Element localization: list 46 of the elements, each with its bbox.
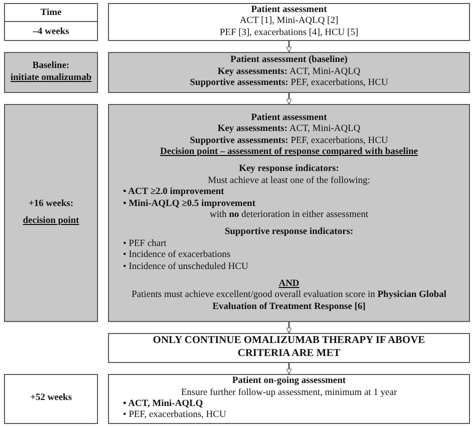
box-subheading: AND: [278, 278, 300, 290]
timepoint-text: Baseline:: [32, 61, 70, 72]
bullet-item: • Mini-AQLQ ≥0.5 improvement: [122, 198, 256, 210]
bullet-item: • ACT ≥2.0 improvement: [122, 187, 226, 199]
timepoint-text: +16 weeks:: [28, 198, 74, 210]
box-text: Patients must achieve excellent/good overall evaluation score in Physician Global Evaluation of Treatment Response [6]: [130, 290, 448, 314]
column-heading: Time: [5, 6, 97, 22]
box-subheading: Supportive response indicators:: [224, 227, 354, 239]
timepoint-box: [4, 104, 98, 322]
bullet-item: • PEF, exacerbations, HCU: [122, 410, 228, 422]
box-heading: Patient assessment: [250, 4, 328, 16]
box-text: Key assessments: ACT, Mini-AQLQ: [216, 124, 362, 136]
box-heading: Patient on-going assessment: [231, 376, 347, 388]
box-subheading: Key response indicators:: [238, 164, 340, 176]
assessment-box: [108, 3, 470, 41]
timepoint-text: decision point: [22, 216, 80, 228]
box-text: with no deterioration in either assessment: [208, 210, 370, 222]
box-text: Supportive assessments: PEF, exacerbations, HCU: [188, 78, 390, 90]
arrow: [286, 93, 292, 104]
timepoint-text: –4 weeks: [32, 26, 70, 38]
arrow: [286, 363, 292, 374]
bullet-item: • PEF chart: [122, 238, 168, 250]
assessment-box: [108, 104, 470, 322]
timepoint-box: [4, 52, 98, 93]
box-subheading: Decision point – assessment of response compared with baseline: [159, 147, 419, 158]
box-heading: Patient assessment: [250, 112, 328, 124]
time-header-box: [4, 3, 98, 41]
assessment-box: [108, 52, 470, 93]
box-text: Key assessments: ACT, Mini-AQLQ: [216, 66, 362, 78]
box-heading: ONLY CONTINUE OMALIZUMAB THERAPY IF ABOVE CRITERIA ARE MET: [152, 335, 426, 361]
timepoint-text: initiate omalizumab: [9, 72, 92, 84]
decision-box: [108, 333, 470, 363]
box-heading: Patient assessment (baseline): [229, 55, 349, 67]
bullet-item: • ACT, Mini-AQLQ: [122, 399, 204, 410]
box-text: Ensure further follow-up assessment, minimum at 1 year: [180, 388, 398, 399]
box-text: Must achieve at least one of the following:: [206, 176, 372, 188]
assessment-box: [108, 374, 470, 424]
box-text: PEF [3], exacerbations [4], HCU [5]: [218, 28, 360, 40]
bullet-item: • Incidence of unscheduled HCU: [122, 262, 250, 273]
bullet-item: • Incidence of exacerbations: [122, 250, 232, 262]
box-text: ACT [1], Mini-AQLQ [2]: [238, 16, 340, 28]
arrow: [286, 41, 292, 52]
timepoint-box: [4, 374, 98, 424]
box-text: Supportive assessments: PEF, exacerbations, HCU: [188, 136, 390, 147]
timepoint-text: +52 weeks: [29, 393, 73, 405]
arrow: [286, 322, 292, 334]
